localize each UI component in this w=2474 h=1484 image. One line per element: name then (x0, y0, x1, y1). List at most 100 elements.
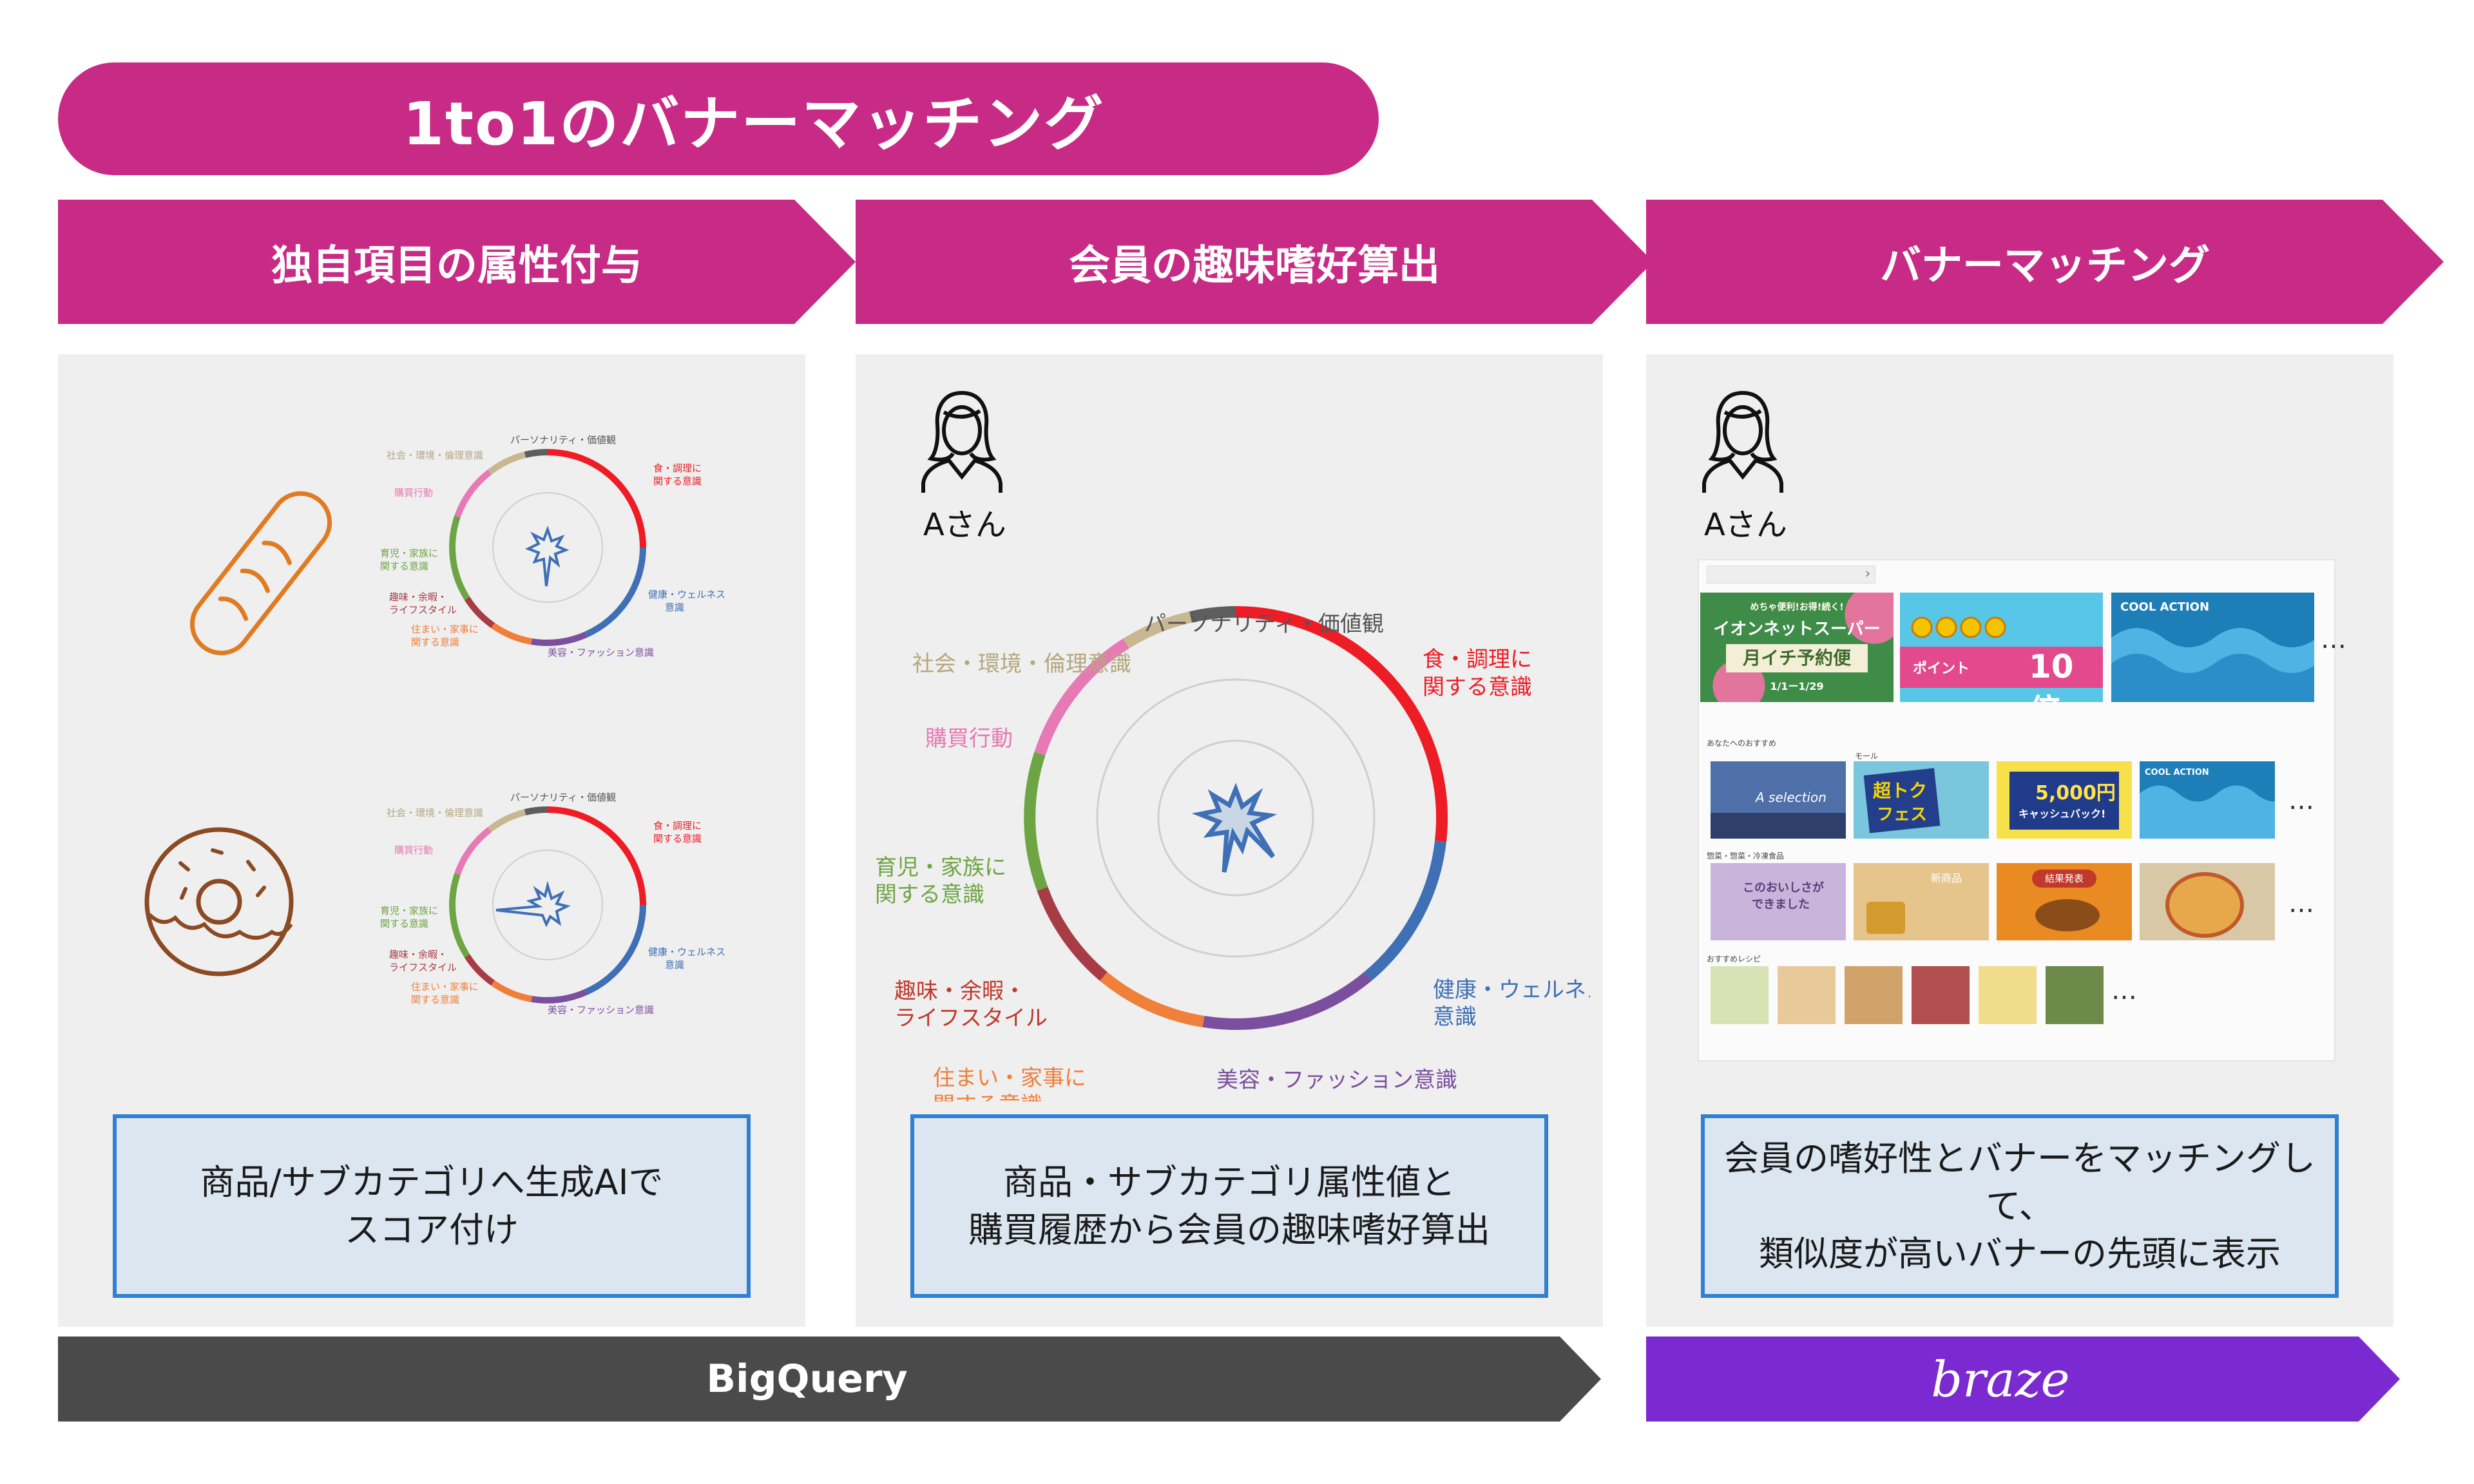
radar-chart-donut: パーソナリティ・価値観 社会・環境・倫理意識 食・調理に 関する意識 購買行動 … (380, 792, 725, 1016)
radar-label-personality: パーソナリティ・価値観 (510, 434, 616, 446)
radar-label-hobby-2: ライフスタイル (389, 604, 457, 616)
person-icon (921, 391, 1002, 493)
recipe-thumb[interactable] (1979, 966, 2037, 1024)
radar-label-purchase: 購買行動 (394, 487, 433, 499)
radar-label-hobby-1: 趣味・余暇・ (389, 949, 447, 960)
recipe-thumb[interactable] (1845, 966, 1903, 1024)
section-caption: おすすめレシピ (1707, 955, 1761, 964)
radar-label-home-1: 住まい・家事に (933, 1065, 1086, 1091)
banner-aeon-netsuper[interactable]: めちゃ便利!お得!続く! イオンネットスーパー 月イチ予約便 1/1ー1/29 (1700, 593, 1894, 702)
recipe-thumb[interactable] (1912, 966, 1970, 1024)
radar-label-home-2: 関する意識 (933, 1092, 1042, 1101)
banner-text: できました (1752, 898, 1810, 911)
radar-label-health-2: 意識 (665, 602, 684, 613)
radar-chart-bread: パーソナリティ・価値観 社会・環境・倫理意識 食・調理に 関する意識 購買行動 … (380, 434, 725, 658)
banner-points[interactable]: ポイント 10倍 (1900, 593, 2103, 702)
description-line: 会員の嗜好性とバナーをマッチングして、 (1724, 1137, 2316, 1226)
step-matching: バナーマッチング (1646, 200, 2444, 324)
description-box-matching: 会員の嗜好性とバナーをマッチングして、類似度が高いバナーの先頭に表示 (1701, 1114, 2339, 1298)
radar-label-beauty: 美容・ファッション意識 (1216, 1067, 1457, 1093)
search-bar (1707, 566, 1875, 584)
description-line: 商品/サブカテゴリへ生成AIで (200, 1161, 664, 1203)
banner-text: めちゃ便利!お得!続く! (1750, 602, 1844, 613)
banner-text: イオンネットスーパー (1713, 620, 1881, 639)
banner-text: 結果発表 (2032, 870, 2096, 888)
step-matching-label: バナーマッチング (1880, 242, 2210, 290)
radar-chart-member: パーソナリティ・価値観 社会・環境・倫理意識 食・調理に 関する意識 購買行動 … (875, 606, 1590, 1101)
radar-label-child-2: 関する意識 (875, 882, 984, 908)
radar-label-purchase: 購買行動 (394, 844, 433, 856)
banner-text: 超トク (1873, 780, 1928, 801)
banner-cool-action[interactable]: COOL ACTION (2111, 593, 2314, 702)
more-ellipsis: … (2288, 889, 2316, 918)
radar-label-food-1: 食・調理に (653, 820, 702, 832)
banner-text: 新商品 (1931, 872, 1962, 884)
radar-label-beauty: 美容・ファッション意識 (548, 647, 654, 658)
radar-label-food-2: 関する意識 (1423, 674, 1532, 700)
recipe-thumb[interactable] (1778, 966, 1836, 1024)
radar-label-food-2: 関する意識 (653, 475, 702, 487)
description-line: 購買履歴から会員の趣味嗜好算出 (968, 1209, 1490, 1250)
banner-text: COOL ACTION (2145, 768, 2209, 777)
description-box-attribute: 商品/サブカテゴリへ生成AIでスコア付け (113, 1114, 751, 1298)
banner-new-products[interactable]: 新商品 (1854, 863, 1989, 940)
radar-label-health-1: 健康・ウェルネス (1433, 977, 1590, 1003)
radar-label-child-1: 育児・家族に (875, 855, 1006, 880)
radar-label-food-1: 食・調理に (653, 462, 702, 474)
radar-label-purchase: 購買行動 (925, 726, 1013, 752)
banner-results[interactable]: 結果発表 (1997, 863, 2132, 940)
step-attribute: 独自項目の属性付与 (58, 200, 856, 324)
more-ellipsis: … (2111, 976, 2138, 1005)
radar-label-child-2: 関する意識 (380, 918, 428, 929)
radar-label-hobby-2: ライフスタイル (389, 962, 457, 973)
banner-chou-toku[interactable]: 超トク フェス (1854, 761, 1989, 839)
platform-label: BigQuery (706, 1356, 908, 1402)
baguette-icon (189, 491, 332, 656)
radar-label-hobby-2: ライフスタイル (894, 1005, 1048, 1031)
braze-logo: braze (1931, 1350, 2070, 1408)
banner-text: 1/1ー1/29 (1770, 680, 1824, 692)
step-preference-label: 会員の趣味嗜好算出 (1069, 242, 1440, 290)
description-line: 類似度が高いバナーの先頭に表示 (1759, 1233, 2281, 1274)
platform-braze: braze (1646, 1337, 2400, 1422)
banner-text: このおいしさが (1743, 881, 1824, 895)
banner-aselection[interactable]: A selection (1711, 761, 1846, 839)
radar-label-beauty: 美容・ファッション意識 (548, 1004, 654, 1016)
banner-text: COOL ACTION (2120, 600, 2210, 614)
radar-label-social: 社会・環境・倫理意識 (387, 807, 483, 819)
banner-text: A selection (1756, 790, 1827, 805)
banner-text: キャッシュバック! (2019, 808, 2106, 820)
person-icon (1702, 391, 1783, 493)
platform-bigquery: BigQuery (58, 1337, 1601, 1422)
banner-cashback[interactable]: 5,000円 キャッシュバック! (1997, 761, 2132, 839)
recipe-thumb[interactable] (2046, 966, 2104, 1024)
radar-label-home-2: 関する意識 (411, 994, 459, 1005)
banner-text: フェス (1877, 805, 1928, 824)
banner-cool-action-small[interactable]: COOL ACTION (2140, 761, 2275, 839)
radar-label-home-1: 住まい・家事に (411, 981, 479, 993)
banner-pizza[interactable] (2140, 863, 2275, 940)
banner-text: 5,000円 (2035, 782, 2116, 804)
radar-label-hobby-1: 趣味・余暇・ (389, 591, 447, 603)
radar-label-child-1: 育児・家族に (380, 547, 438, 559)
radar-label-health-2: 意識 (1433, 1004, 1477, 1030)
donut-icon (144, 827, 294, 976)
banner-text: ポイント (1913, 661, 1970, 677)
radar-label-personality: パーソナリティ・価値観 (510, 792, 616, 803)
banner-oishii[interactable]: このおいしさが できました (1711, 863, 1846, 940)
radar-label-home-1: 住まい・家事に (411, 623, 479, 635)
person-label: Aさん (1704, 507, 1787, 543)
more-ellipsis: … (2288, 786, 2316, 815)
description-line: 商品・サブカテゴリ属性値と (1003, 1161, 1455, 1203)
radar-label-hobby-1: 趣味・余暇・ (894, 978, 1026, 1004)
section-caption: モール (1855, 752, 1879, 761)
radar-label-social: 社会・環境・倫理意識 (912, 651, 1131, 677)
radar-label-health-1: 健康・ウェルネス (648, 589, 725, 600)
description-box-preference: 商品・サブカテゴリ属性値と購買履歴から会員の趣味嗜好算出 (910, 1114, 1548, 1298)
banner-text: 10倍 (2029, 648, 2074, 702)
panel-attribute: パーソナリティ・価値観 社会・環境・倫理意識 食・調理に 関する意識 購買行動 … (58, 354, 805, 1327)
recipe-thumb[interactable] (1711, 966, 1769, 1024)
radar-label-child-1: 育児・家族に (380, 905, 438, 917)
radar-label-social: 社会・環境・倫理意識 (387, 450, 483, 461)
radar-label-health-2: 意識 (665, 959, 684, 971)
